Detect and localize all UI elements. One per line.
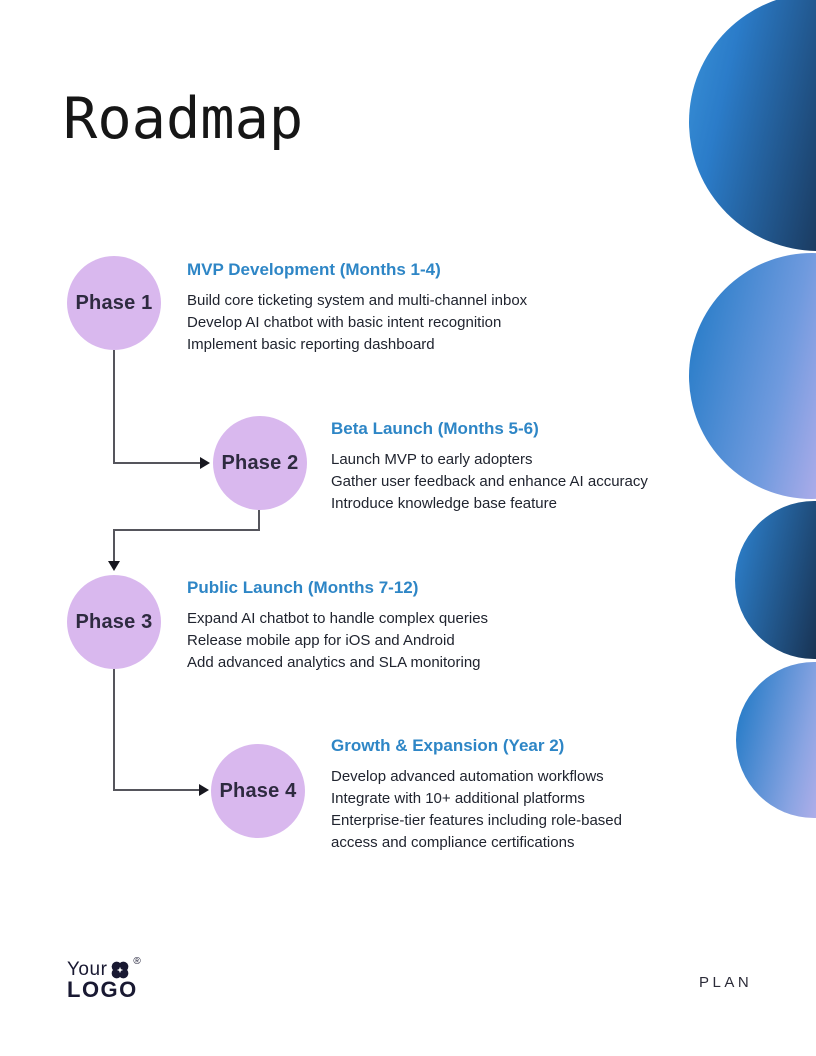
- phase-1-item: Build core ticketing system and multi-ch…: [187, 292, 528, 309]
- logo-text-logo: LOGO: [67, 977, 138, 1002]
- connector-phase1-phase2-horizontal: [113, 462, 201, 464]
- phase-1-details: MVP Development (Months 1-4) Build core …: [187, 260, 677, 356]
- connector-phase3-phase4-horizontal: [113, 789, 200, 791]
- arrowhead-into-phase2: [200, 457, 210, 469]
- phase-4-heading: Growth & Expansion (Year 2): [331, 736, 565, 755]
- phase-3-heading: Public Launch (Months 7-12): [187, 578, 419, 597]
- phase-4-label: Phase 4: [219, 779, 297, 802]
- phase-2-label: Phase 2: [221, 451, 299, 474]
- phase-2-item: Introduce knowledge base feature: [331, 495, 557, 512]
- logo: Your ® LOGO: [67, 956, 141, 1002]
- connector-phase2-phase3-vertical-bottom: [113, 529, 115, 563]
- phase-3-item: Release mobile app for iOS and Android: [187, 632, 455, 649]
- connector-phase1-phase2-vertical: [113, 350, 115, 464]
- phase-1-node: Phase 1: [67, 256, 161, 350]
- phase-4-details: Growth & Expansion (Year 2) Develop adva…: [331, 736, 661, 854]
- footer-tag: PLAN: [699, 974, 753, 991]
- phase-2-item: Gather user feedback and enhance AI accu…: [331, 473, 648, 490]
- phase-4-item: Develop advanced automation workflows: [331, 768, 604, 785]
- connector-phase3-phase4-vertical: [113, 669, 115, 791]
- phase-4-item: Integrate with 10+ additional platforms: [331, 790, 585, 807]
- logo-text-your: Your: [67, 959, 108, 980]
- registered-mark: ®: [133, 956, 141, 967]
- arrowhead-into-phase4: [199, 784, 209, 796]
- phase-3-label: Phase 3: [75, 610, 153, 633]
- phase-1-item: Develop AI chatbot with basic intent rec…: [187, 314, 502, 331]
- connector-phase2-phase3-horizontal: [113, 529, 260, 531]
- phase-2-heading: Beta Launch (Months 5-6): [331, 419, 539, 438]
- phase-2-details: Beta Launch (Months 5-6) Launch MVP to e…: [331, 419, 691, 515]
- decor-circle-lavender-bottom: [736, 662, 816, 818]
- connector-phase2-phase3-vertical-top: [258, 510, 260, 531]
- phase-3-item: Expand AI chatbot to handle complex quer…: [187, 610, 489, 627]
- arrowhead-into-phase3: [108, 561, 120, 571]
- phase-3-item: Add advanced analytics and SLA monitorin…: [187, 654, 481, 671]
- phase-1-heading: MVP Development (Months 1-4): [187, 260, 441, 279]
- phase-2-item: Launch MVP to early adopters: [331, 451, 533, 468]
- phase-3-node: Phase 3: [67, 575, 161, 669]
- phase-1-item: Implement basic reporting dashboard: [187, 336, 435, 353]
- decor-circle-lavender-upper: [689, 253, 816, 499]
- logo-top-row: Your ®: [67, 956, 141, 981]
- decor-circle-navy-top: [689, 0, 816, 251]
- page-title: Roadmap: [63, 86, 304, 152]
- phase-3-details: Public Launch (Months 7-12) Expand AI ch…: [187, 578, 677, 674]
- phase-1-label: Phase 1: [75, 291, 153, 314]
- phase-4-item: Enterprise-tier features including role-…: [331, 812, 622, 851]
- clover-flower-icon: [110, 960, 130, 980]
- phase-4-node: Phase 4: [211, 744, 305, 838]
- phase-2-node: Phase 2: [213, 416, 307, 510]
- decor-circle-navy-lower: [735, 501, 816, 659]
